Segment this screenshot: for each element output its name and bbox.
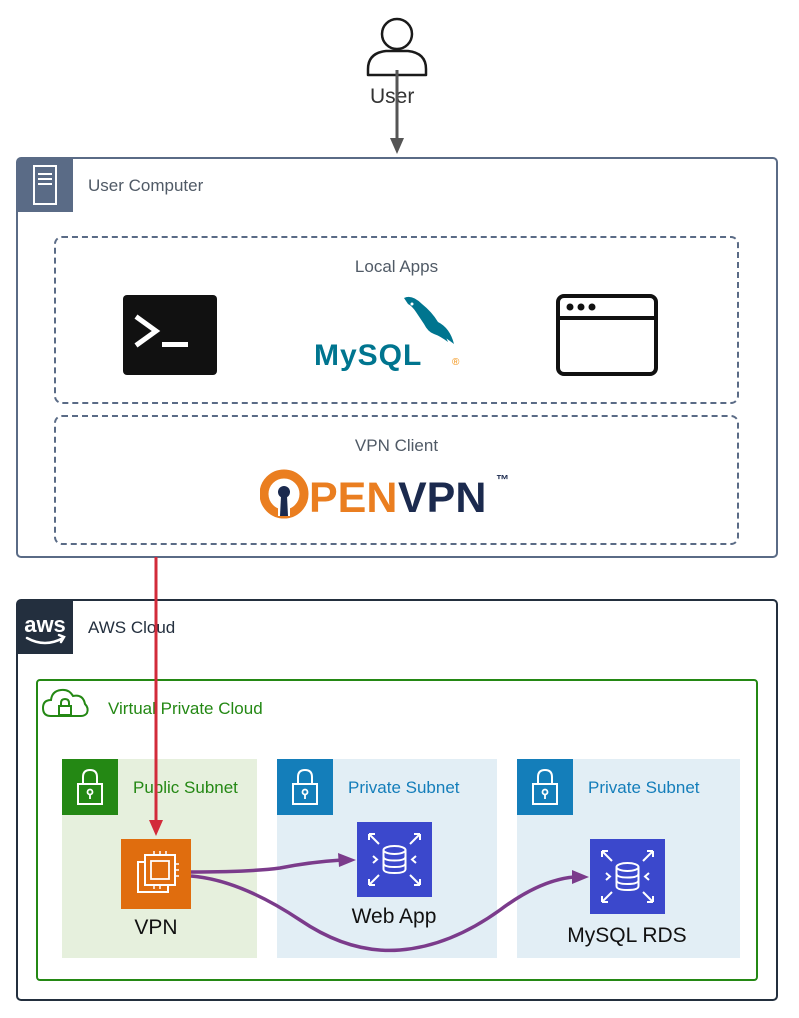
browser-window-icon <box>556 294 658 376</box>
vpn-client-group <box>54 415 739 545</box>
private-subnet-2-lock-icon <box>517 759 573 815</box>
private-subnet-2-label: Private Subnet <box>588 778 700 797</box>
vpc-cloud-lock-icon <box>41 688 89 717</box>
private-subnet-1-lock-icon <box>277 759 333 815</box>
vpc-group <box>36 679 758 981</box>
vpc-label: Virtual Private Cloud <box>108 699 263 718</box>
aws-badge-text: aws <box>24 612 66 637</box>
user-computer-label: User Computer <box>88 176 204 195</box>
user-label: User <box>370 85 415 108</box>
vpn-client-label: VPN Client <box>354 436 439 455</box>
openvpn-logo-tm: ™ <box>496 472 509 487</box>
mysql-logo-text: MySQL <box>314 339 422 372</box>
aws-badge: aws <box>17 600 73 654</box>
user-to-computer-arrow <box>390 70 404 154</box>
user-icon <box>366 17 428 77</box>
server-icon-badge <box>17 158 73 212</box>
openvpn-logo-part1: PEN <box>309 474 397 522</box>
aws-cloud-group <box>16 599 778 1001</box>
mysql-rds-icon <box>590 839 665 914</box>
mysql-rds-node-label: MySQL RDS <box>567 924 687 947</box>
local-apps-label: Local Apps <box>354 257 439 276</box>
mysql-logo-mark: ® <box>452 357 460 368</box>
vpn-node-label: VPN <box>134 916 178 939</box>
aws-cloud-label: AWS Cloud <box>88 618 176 637</box>
web-app-rds-icon <box>357 822 432 897</box>
mysql-logo-icon: MySQL ® <box>314 296 460 372</box>
web-app-node-label: Web App <box>351 905 437 928</box>
user-computer-group <box>16 157 778 558</box>
openvpn-logo-part2: VPN <box>398 474 486 522</box>
openvpn-logo-icon: PEN VPN ™ <box>260 469 509 522</box>
public-subnet-label: Public Subnet <box>133 778 238 797</box>
server-icon <box>33 165 57 205</box>
local-apps-group <box>54 236 739 404</box>
ec2-instance-icon <box>121 839 191 909</box>
public-subnet-lock-icon <box>62 759 118 815</box>
private-subnet-1-label: Private Subnet <box>348 778 460 797</box>
terminal-icon <box>123 295 217 375</box>
aws-logo-icon: aws <box>24 612 66 645</box>
